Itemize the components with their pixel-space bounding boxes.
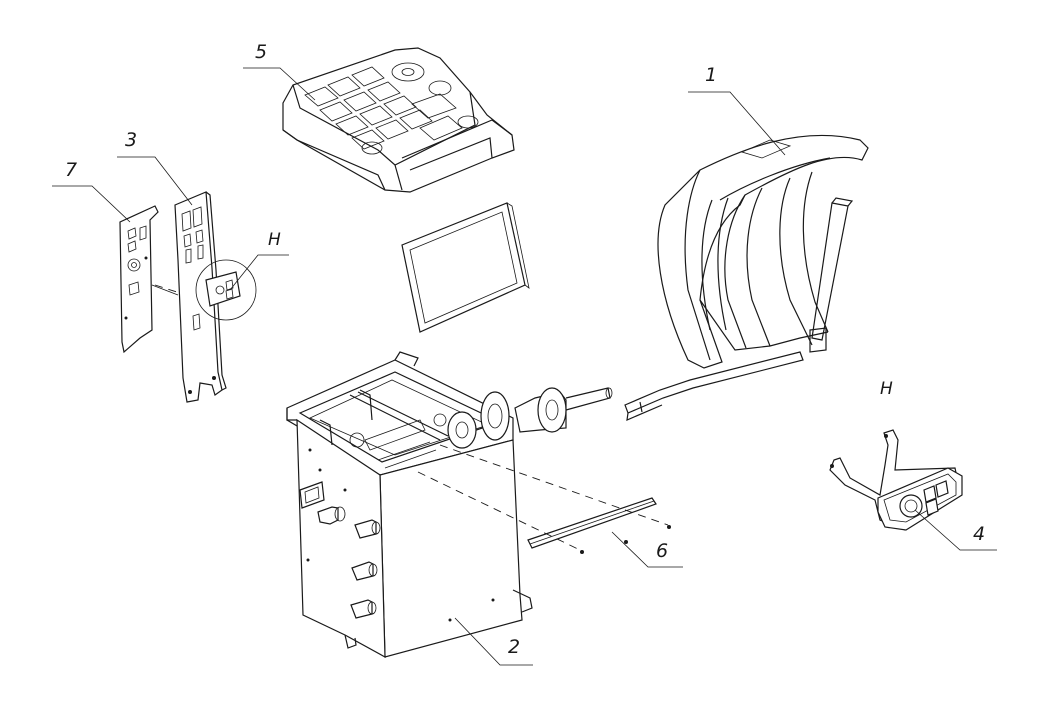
callout-2: 2 xyxy=(508,636,521,658)
callout-leader-lines xyxy=(52,67,997,666)
part-5-tool-tray xyxy=(282,47,515,193)
part-6-sensor-bar xyxy=(154,284,671,554)
part-3-rear-column-plate xyxy=(174,191,257,403)
callout-4: 4 xyxy=(973,523,986,545)
part-4-control-panel-detail xyxy=(829,429,963,531)
part-2-machine-cabinet xyxy=(286,351,613,659)
callout-1: 1 xyxy=(705,64,718,86)
callout-6: 6 xyxy=(656,540,669,562)
callout-h-detail-marker: H xyxy=(268,230,281,250)
part-1-wheel-guard xyxy=(624,134,869,421)
part-7-side-cover-plate xyxy=(119,205,179,354)
callout-3: 3 xyxy=(125,129,138,151)
callout-5: 5 xyxy=(255,41,268,63)
callout-h-detail-view: H xyxy=(880,379,893,399)
display-monitor xyxy=(401,202,530,333)
callout-7: 7 xyxy=(65,159,78,181)
